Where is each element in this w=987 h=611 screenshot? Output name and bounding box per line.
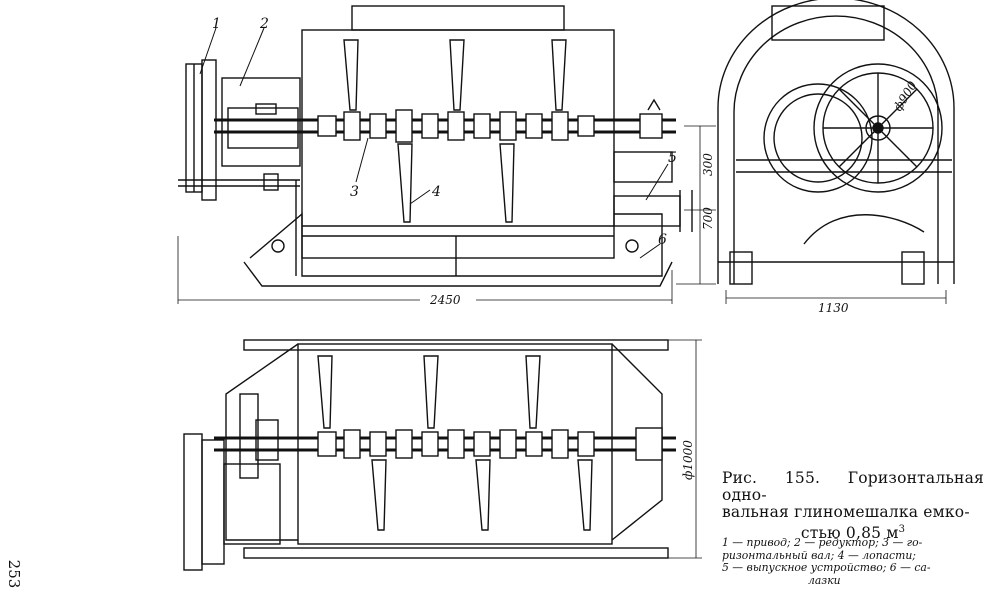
front-view: [178, 6, 716, 304]
caption-line-2: вальная глиномешалка емко-: [722, 504, 984, 521]
legend-line-1: 1 — привод; 2 — редуктор; 3 — го-: [722, 537, 984, 550]
dimension-width-side: 1130: [818, 301, 849, 315]
dimension-height-lower: 700: [701, 207, 715, 230]
side-view: [718, 0, 954, 304]
dimension-length: 2450: [429, 293, 461, 307]
dimension-height-upper: 300: [701, 153, 715, 176]
plan-view: [184, 340, 702, 570]
callout-2: 2: [259, 16, 269, 32]
dimension-diameter: ф1000: [681, 440, 695, 480]
legend-line-3: 5 — выпускное устройство; 6 — са-: [722, 562, 984, 575]
callout-5: 5: [668, 150, 677, 166]
legend-line-4: лазки: [722, 575, 984, 588]
page-number: 253: [5, 554, 23, 594]
callout-3: 3: [350, 184, 359, 200]
caption-unit-superscript: 3: [899, 524, 906, 535]
callout-4: 4: [431, 184, 441, 200]
figure-caption: Рис. 155. Горизонтальная одно- вальная г…: [722, 470, 984, 542]
figure-legend: 1 — привод; 2 — редуктор; 3 — го- ризонт…: [722, 537, 984, 587]
caption-line-1: Рис. 155. Горизонтальная одно-: [722, 470, 984, 504]
callout-6: 6: [658, 232, 667, 248]
dimension-wheel: ф900: [891, 78, 920, 113]
callout-1: 1: [212, 16, 221, 32]
